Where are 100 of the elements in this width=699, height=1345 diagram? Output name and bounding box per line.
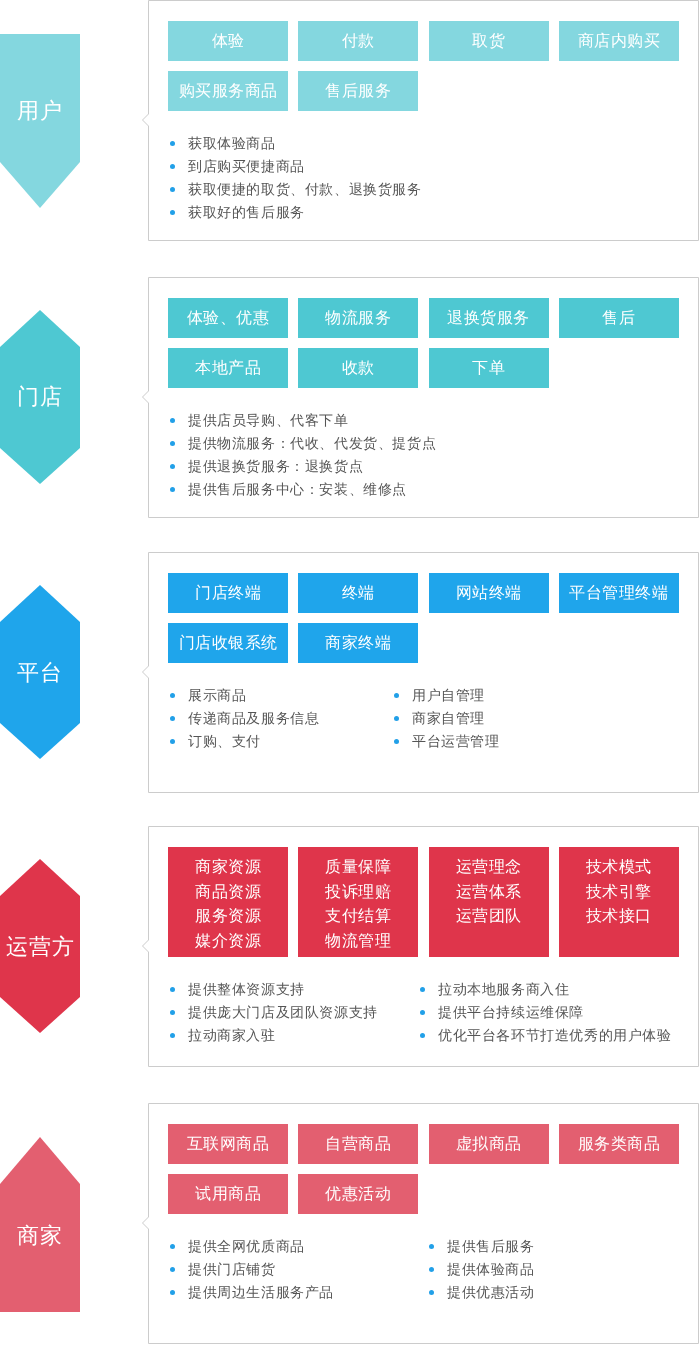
tile-label: 运营体系 bbox=[455, 881, 522, 902]
section-label: 用户 bbox=[17, 98, 63, 124]
tile-label: 平台管理终端 bbox=[569, 582, 669, 603]
bullet-text: 提供售后服务中心：安装、维修点 bbox=[188, 480, 407, 499]
category-tile bbox=[168, 348, 288, 388]
tile-label: 技术模式 bbox=[586, 857, 652, 877]
tile-label: 下单 bbox=[472, 357, 506, 378]
tile-label: 门店收银系统 bbox=[178, 632, 278, 653]
category-tile bbox=[168, 847, 288, 957]
category-tile bbox=[168, 21, 288, 61]
bullet-text: 提供退换货服务：退换货点 bbox=[188, 457, 364, 476]
category-tile bbox=[298, 1174, 419, 1214]
hexagon-shape bbox=[0, 310, 80, 484]
tile-label: 体验、优惠 bbox=[186, 307, 270, 328]
category-tile bbox=[559, 21, 679, 61]
bullet-text: 提供物流服务：代收、代发货、提货点 bbox=[188, 434, 437, 453]
bullet-text: 拉动本地服务商入住 bbox=[438, 980, 570, 999]
bullet-text: 提供优惠活动 bbox=[447, 1283, 535, 1302]
category-tile bbox=[559, 298, 679, 338]
tile-label: 售后服务 bbox=[325, 80, 392, 101]
tile-label: 取货 bbox=[472, 30, 506, 51]
tile-label: 商家资源 bbox=[195, 857, 261, 877]
bullet-text: 拉动商家入驻 bbox=[188, 1026, 276, 1045]
tile-label: 服务资源 bbox=[195, 906, 261, 926]
tile-label: 商家终端 bbox=[325, 632, 392, 653]
tile-label: 退换货服务 bbox=[447, 307, 530, 328]
tile-label: 售后 bbox=[602, 307, 636, 328]
callout-panel bbox=[141, 1103, 699, 1344]
callout-panel bbox=[141, 277, 699, 518]
category-tile bbox=[298, 847, 419, 957]
hexagon-shape bbox=[0, 859, 80, 1033]
category-tile bbox=[559, 573, 679, 613]
category-tile bbox=[428, 573, 549, 613]
section-label: 运营方 bbox=[5, 934, 75, 960]
tile-label: 门店终端 bbox=[195, 582, 261, 603]
category-tile bbox=[428, 298, 549, 338]
tile-label: 质量保障 bbox=[325, 857, 392, 877]
tile-label: 购买服务商品 bbox=[178, 80, 278, 101]
tile-label: 技术接口 bbox=[586, 906, 652, 926]
tile-label: 优惠活动 bbox=[325, 1183, 392, 1204]
up-arrow-shape bbox=[0, 1137, 80, 1312]
bullet-text: 提供周边生活服务产品 bbox=[188, 1283, 334, 1302]
bullet-text: 获取便捷的取货、付款、退换货服务 bbox=[188, 180, 422, 199]
tile-label: 物流服务 bbox=[325, 307, 392, 328]
bullet-text: 用户自管理 bbox=[412, 686, 485, 705]
category-tile bbox=[298, 1124, 419, 1164]
tile-label: 运营团队 bbox=[455, 906, 522, 926]
category-tile bbox=[168, 298, 288, 338]
section-label: 商家 bbox=[17, 1223, 63, 1249]
bullet-text: 传递商品及服务信息 bbox=[188, 709, 320, 728]
category-tile bbox=[168, 1124, 288, 1164]
category-tile bbox=[298, 573, 419, 613]
hexagon-shape bbox=[0, 585, 80, 759]
bullet-text: 商家自管理 bbox=[412, 709, 485, 728]
bullet-text: 提供门店铺货 bbox=[188, 1260, 276, 1279]
category-tile bbox=[168, 1174, 288, 1214]
tile-label: 试用商品 bbox=[195, 1183, 261, 1204]
category-tile bbox=[168, 573, 288, 613]
tile-label: 互联网商品 bbox=[186, 1133, 270, 1154]
tile-label: 运营理念 bbox=[455, 857, 522, 877]
bullet-text: 到店购买便捷商品 bbox=[188, 157, 305, 176]
bullet-text: 提供全网优质商品 bbox=[188, 1237, 305, 1256]
tile-label: 虚拟商品 bbox=[455, 1133, 522, 1154]
bullet-text: 订购、支付 bbox=[188, 732, 261, 751]
tile-label: 物流管理 bbox=[325, 930, 392, 951]
bullet-text: 提供体验商品 bbox=[447, 1260, 535, 1279]
bullet-text: 展示商品 bbox=[188, 686, 247, 705]
tile-label: 本地产品 bbox=[195, 357, 261, 378]
callout-panel bbox=[141, 552, 699, 793]
tile-label: 付款 bbox=[341, 30, 375, 51]
tile-label: 终端 bbox=[341, 582, 375, 603]
category-tile bbox=[168, 71, 288, 111]
section-label: 平台 bbox=[17, 660, 63, 686]
callout-panel bbox=[141, 0, 699, 241]
bullet-text: 优化平台各环节打造优秀的用户体验 bbox=[438, 1026, 672, 1045]
category-tile bbox=[168, 623, 288, 663]
category-tile bbox=[298, 21, 419, 61]
tile-label: 体验 bbox=[211, 30, 245, 51]
tile-label: 服务类商品 bbox=[577, 1133, 661, 1154]
section-label: 门店 bbox=[17, 384, 63, 410]
tile-label: 支付结算 bbox=[325, 906, 392, 926]
bullet-text: 提供店员导购、代客下单 bbox=[188, 411, 349, 430]
callout-panel bbox=[141, 826, 699, 1067]
category-tile bbox=[298, 71, 419, 111]
category-tile bbox=[298, 623, 419, 663]
tile-label: 自营商品 bbox=[325, 1133, 392, 1154]
tile-label: 技术引擎 bbox=[586, 881, 652, 902]
category-tile bbox=[428, 847, 549, 957]
bullet-text: 平台运营管理 bbox=[412, 732, 500, 751]
tile-label: 商品资源 bbox=[195, 881, 261, 902]
bullet-text: 提供平台持续运维保障 bbox=[438, 1003, 584, 1022]
tile-label: 网站终端 bbox=[455, 582, 522, 603]
category-tile bbox=[298, 298, 419, 338]
tile-label: 媒介资源 bbox=[195, 930, 261, 951]
bullet-text: 提供庞大门店及团队资源支持 bbox=[188, 1003, 378, 1022]
category-tile bbox=[428, 348, 549, 388]
tile-label: 商店内购买 bbox=[577, 30, 661, 51]
tile-label: 收款 bbox=[341, 357, 375, 378]
bullet-text: 获取好的售后服务 bbox=[188, 203, 305, 222]
down-arrow-shape bbox=[0, 34, 80, 208]
